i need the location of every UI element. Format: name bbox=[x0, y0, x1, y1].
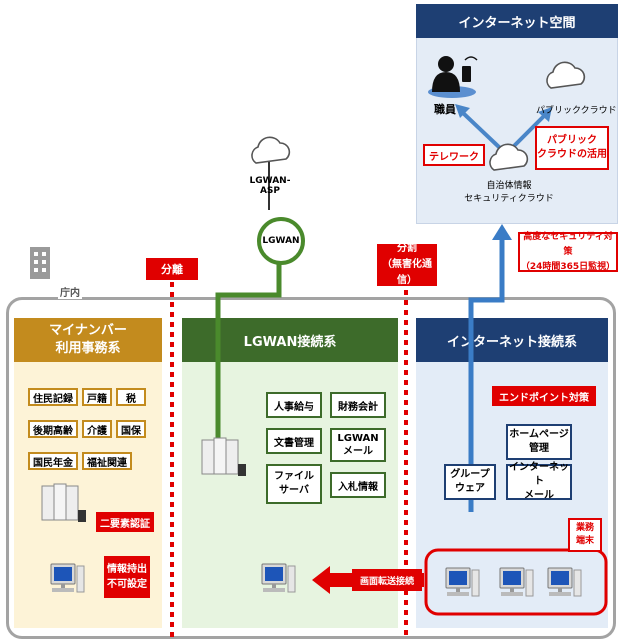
internet-space-title: インターネット空間 bbox=[416, 4, 618, 38]
security-box: 高度なセキュリティ対策 （24時間365日監視） bbox=[518, 232, 618, 272]
mynumber-item: 戸籍 bbox=[82, 388, 112, 406]
building-icon bbox=[30, 247, 50, 279]
internet-system-title: インターネット接続系 bbox=[416, 318, 608, 362]
endpoint-label: エンドポイント対策 bbox=[492, 386, 596, 406]
no-export-label: 情報持出 不可設定 bbox=[104, 556, 150, 598]
lgwan-item: 財務会計 bbox=[330, 392, 386, 418]
internet-item: グループ ウェア bbox=[444, 464, 496, 500]
bunri-label: 分離 bbox=[146, 258, 198, 280]
work-terminal-pc-icon-2 bbox=[499, 567, 534, 597]
lgwan-item: LGWAN メール bbox=[330, 428, 386, 462]
staff-person-icon bbox=[432, 56, 478, 92]
mynumber-item: 税 bbox=[116, 388, 146, 406]
mynumber-server-icon bbox=[41, 483, 87, 523]
public-cloud-use-box: パブリック クラウドの活用 bbox=[535, 126, 609, 170]
lgwan-connection-line bbox=[215, 262, 282, 440]
internet-item: ホームページ 管理 bbox=[506, 424, 572, 460]
lgwan-ring bbox=[257, 217, 305, 265]
work-terminal-label: 業務 端末 bbox=[568, 518, 602, 552]
internet-space-panel bbox=[416, 4, 618, 224]
work-terminal-pc-icon-1 bbox=[445, 567, 480, 597]
mynumber-title: マイナンバー 利用事務系 bbox=[14, 318, 162, 362]
two-factor-label: 二要素認証 bbox=[96, 512, 154, 532]
municipal-cloud-label: 自治体情報 セキュリティクラウド bbox=[464, 181, 554, 204]
arrow-to-staff bbox=[460, 110, 502, 150]
public-cloud-icon bbox=[546, 61, 586, 89]
staff-label: 職員 bbox=[434, 103, 456, 116]
lgwan-item: 文書管理 bbox=[266, 428, 322, 454]
work-terminal-pc-icon-3 bbox=[547, 567, 582, 597]
office-label: 庁内 bbox=[58, 284, 82, 299]
arrow-to-public-cloud bbox=[510, 113, 547, 150]
lgwan-item: ファイル サーバ bbox=[266, 464, 322, 504]
lgwan-asp-label: LGWAN-ASP bbox=[249, 176, 291, 196]
uplink-arrowhead bbox=[492, 224, 512, 240]
mynumber-item: 国民年金 bbox=[28, 452, 78, 470]
work-terminal-frame bbox=[424, 548, 608, 616]
mynumber-pc-icon bbox=[50, 563, 85, 593]
telework-box: テレワーク bbox=[423, 144, 485, 166]
bunkatsu-label: 分割 （無害化通信） bbox=[377, 243, 437, 286]
mynumber-item: 福祉関連 bbox=[82, 452, 132, 470]
lgwan-asp-cloud-icon bbox=[251, 136, 291, 164]
lgwan-pc-icon bbox=[261, 563, 296, 593]
mynumber-item: 介護 bbox=[82, 420, 112, 438]
public-cloud-label: パブリッククラウド bbox=[536, 106, 617, 116]
municipal-cloud-icon bbox=[489, 143, 529, 171]
internet-item: インターネット メール bbox=[506, 462, 572, 501]
internet-uplink-line bbox=[468, 240, 505, 512]
lgwan-item: 人事給与 bbox=[266, 392, 322, 418]
office-frame bbox=[6, 297, 616, 639]
screen-transfer-label: 画面転送接続 bbox=[352, 569, 422, 591]
mynumber-item: 後期高齢 bbox=[28, 420, 78, 438]
lgwan-item: 入札情報 bbox=[330, 472, 386, 498]
mynumber-item: 住民記録 bbox=[28, 388, 78, 406]
lgwan-label: LGWAN bbox=[262, 236, 300, 246]
mynumber-item: 国保 bbox=[116, 420, 146, 438]
lgwan-server-icon bbox=[201, 437, 247, 477]
